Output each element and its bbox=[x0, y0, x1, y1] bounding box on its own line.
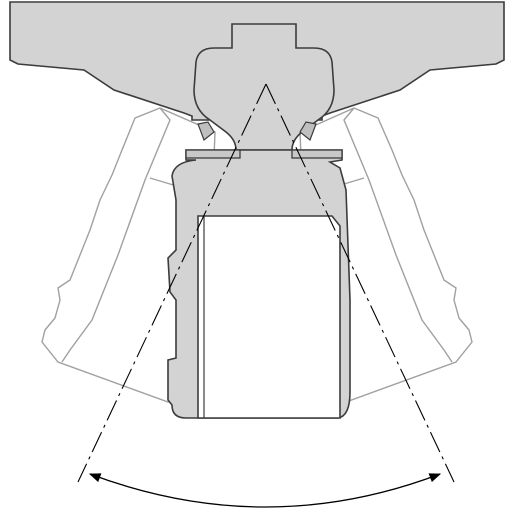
inner-panel bbox=[197, 215, 341, 419]
swing-axis-left bbox=[77, 83, 267, 483]
swing-arc-arrow-icon bbox=[88, 473, 442, 508]
hinge-collar-right bbox=[299, 121, 317, 141]
housing-lip-right bbox=[291, 149, 343, 159]
swing-axis-right bbox=[265, 83, 455, 483]
housing-lip-left bbox=[185, 149, 241, 159]
hinge-collar-left bbox=[197, 121, 215, 141]
